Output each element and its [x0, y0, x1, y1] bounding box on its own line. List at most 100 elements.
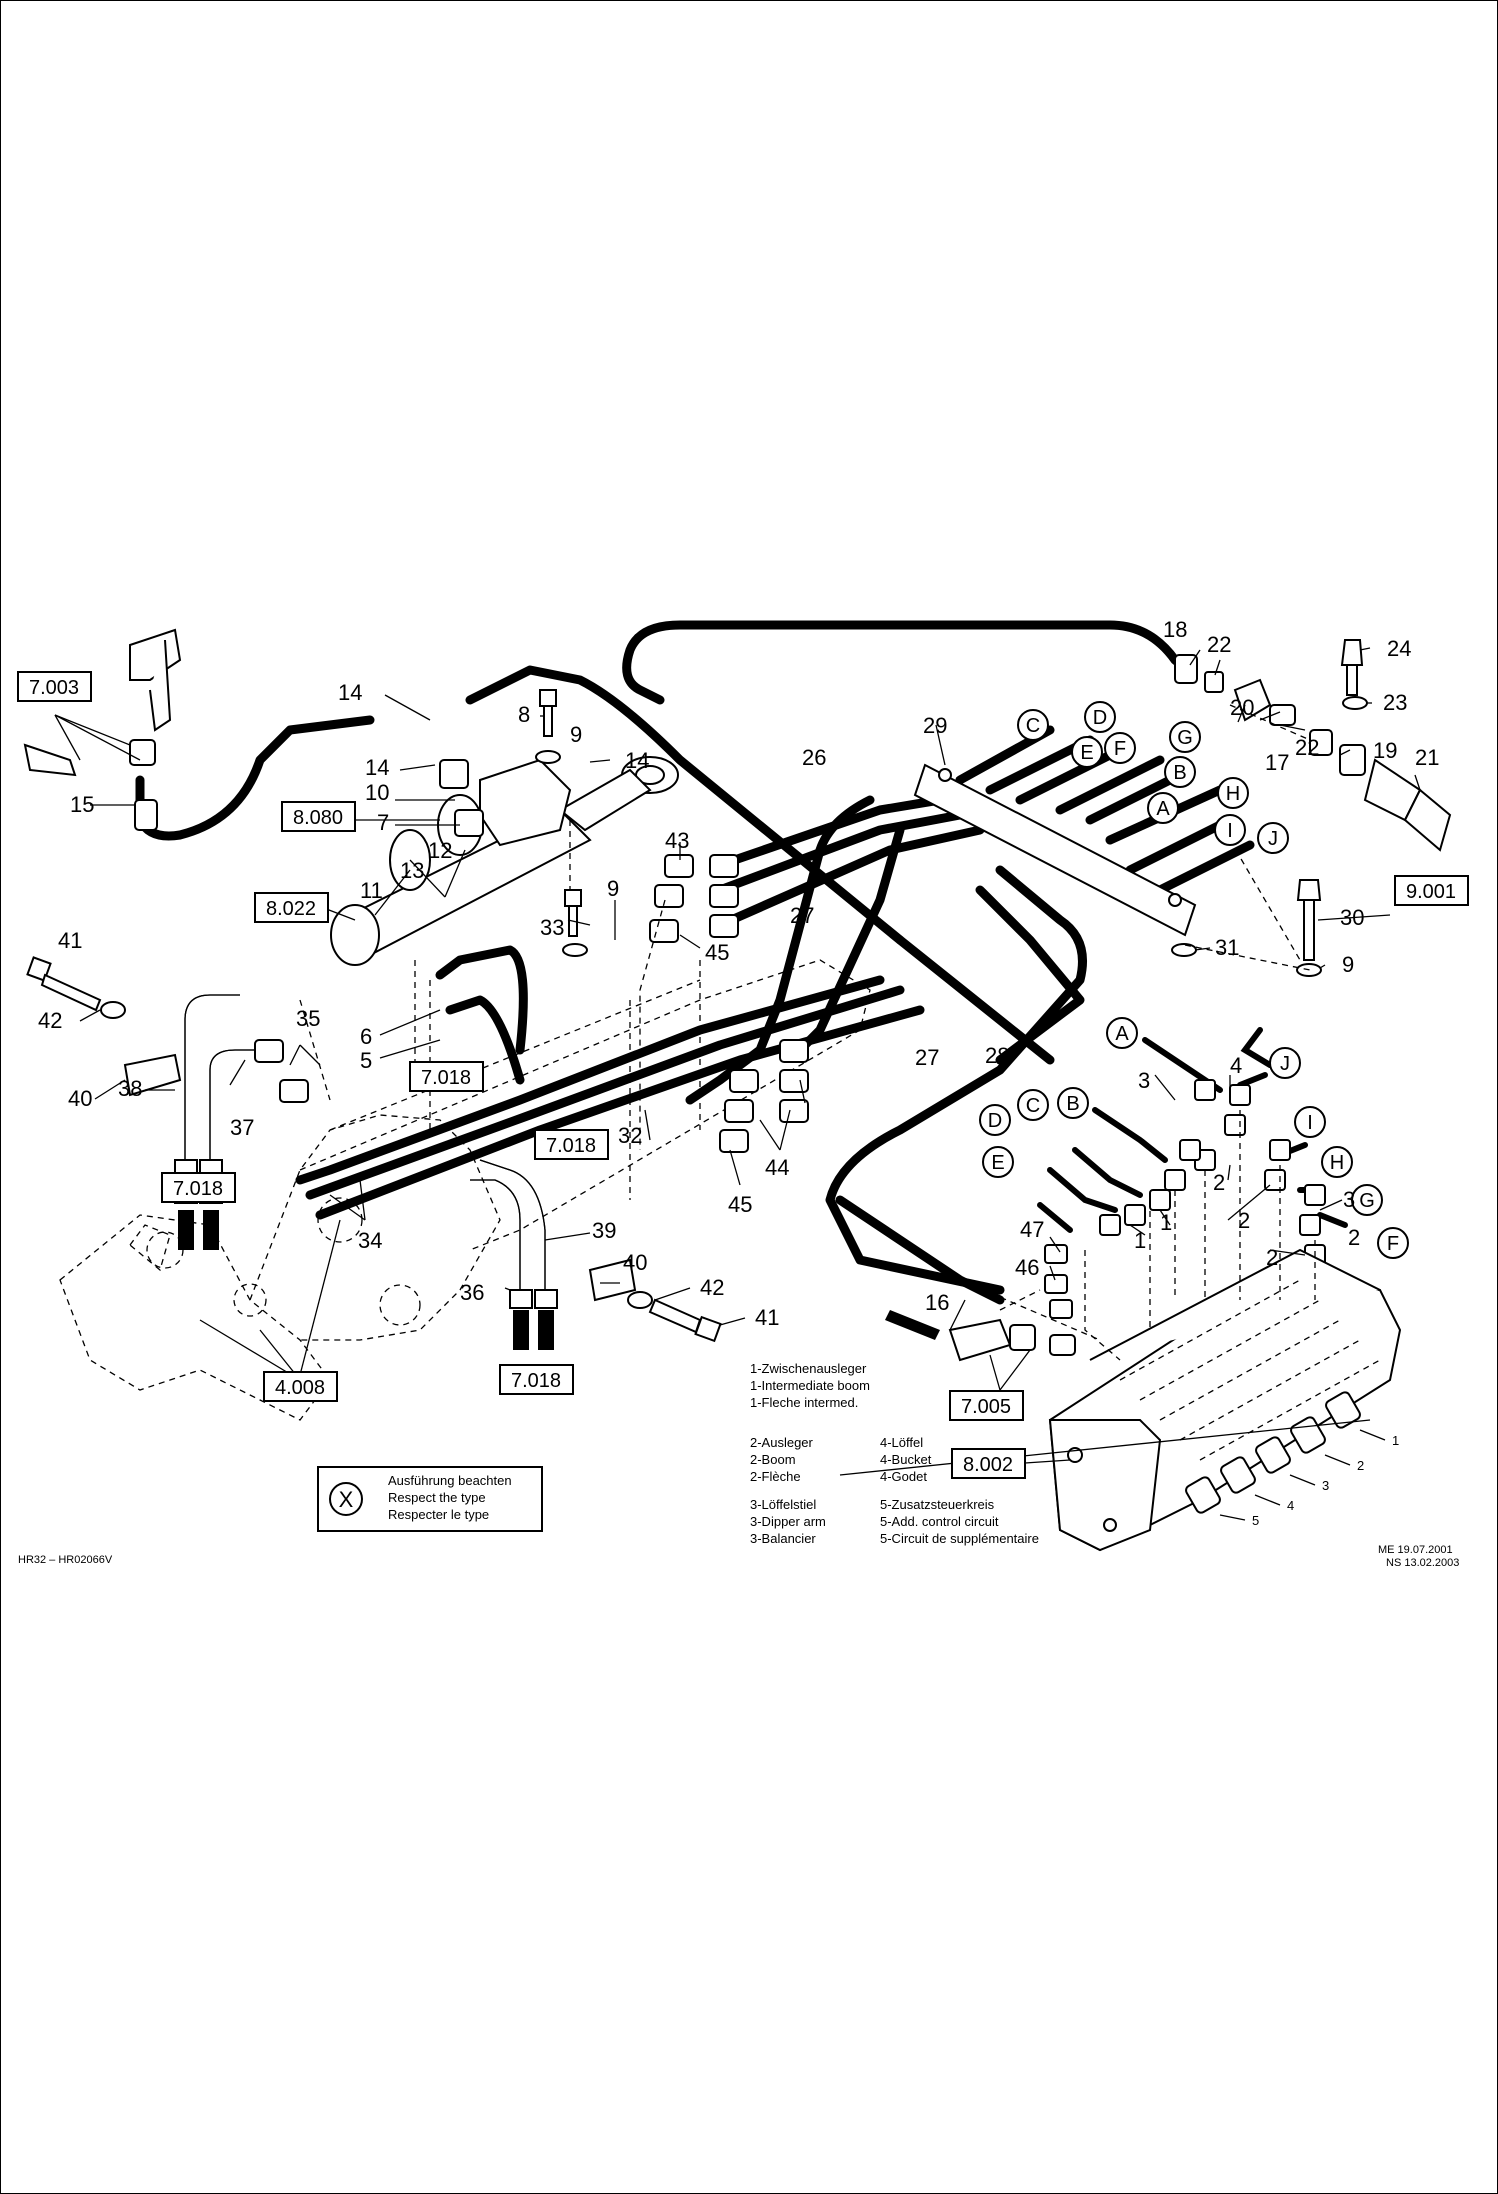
- callout-30: 30: [1340, 905, 1364, 930]
- callout-20: 20: [1230, 695, 1254, 720]
- note-symbol: X: [339, 1487, 354, 1512]
- letter-circle-a-top: A: [1147, 792, 1179, 824]
- valve-section-3: 3: [1322, 1478, 1329, 1493]
- callout-4: 4: [1230, 1053, 1242, 1078]
- callout-31: 31: [1215, 935, 1239, 960]
- legend-4-en: 4-Bucket: [880, 1452, 932, 1467]
- letter-circle-f-bottom: F: [1377, 1227, 1409, 1259]
- callout-2a: 2: [1213, 1170, 1225, 1195]
- legend-1-de: 1-Zwischenausleger: [750, 1361, 867, 1376]
- svg-text:J: J: [1280, 1053, 1290, 1075]
- svg-text:I: I: [1227, 820, 1233, 842]
- letter-circle-i-bottom: I: [1294, 1106, 1326, 1138]
- svg-text:7.018: 7.018: [421, 1067, 471, 1089]
- callout-3b: 3: [1343, 1187, 1355, 1212]
- letter-circle-b-bottom: B: [1057, 1087, 1089, 1119]
- ref-7-018-center: 7.018: [534, 1129, 609, 1160]
- svg-text:A: A: [1156, 798, 1170, 820]
- callout-3a: 3: [1138, 1068, 1150, 1093]
- callout-9a: 9: [570, 722, 582, 747]
- note-line-fr: Respecter le type: [388, 1507, 489, 1522]
- svg-text:C: C: [1026, 1095, 1040, 1117]
- legend-3-de: 3-Löffelstiel: [750, 1497, 816, 1512]
- svg-text:A: A: [1115, 1023, 1129, 1045]
- svg-text:B: B: [1066, 1093, 1079, 1115]
- note-line-en: Respect the type: [388, 1490, 486, 1505]
- letter-circle-j-bottom: J: [1269, 1047, 1301, 1079]
- valve-section-1: 1: [1392, 1433, 1399, 1448]
- callout-23: 23: [1383, 690, 1407, 715]
- svg-text:8.002: 8.002: [963, 1454, 1013, 1476]
- svg-text:7.018: 7.018: [546, 1135, 596, 1157]
- callout-28: 28: [985, 1043, 1009, 1068]
- callout-38: 38: [118, 1076, 142, 1101]
- callout-19: 19: [1373, 738, 1397, 763]
- svg-text:H: H: [1330, 1152, 1344, 1174]
- letter-circle-g-top: G: [1169, 721, 1201, 753]
- legend-5-de: 5-Zusatzsteuerkreis: [880, 1497, 995, 1512]
- svg-text:7.003: 7.003: [29, 677, 79, 699]
- callout-27a: 27: [790, 903, 814, 928]
- letter-circle-h-top: H: [1217, 777, 1249, 809]
- callout-18: 18: [1163, 617, 1187, 642]
- callout-34: 34: [358, 1228, 382, 1253]
- callout-44: 44: [765, 1155, 789, 1180]
- callout-39: 39: [592, 1218, 616, 1243]
- letter-circle-i-top: I: [1214, 814, 1246, 846]
- ref-8-002: 8.002: [951, 1448, 1026, 1479]
- callout-17: 17: [1265, 750, 1289, 775]
- callout-11: 11: [360, 878, 383, 903]
- callout-2b: 2: [1238, 1208, 1250, 1233]
- callout-37: 37: [230, 1115, 254, 1140]
- letter-circle-d-top: D: [1084, 701, 1116, 733]
- legend-2-en: 2-Boom: [750, 1452, 796, 1467]
- valve-section-labels: 1 2 3 4 5: [1219, 1429, 1399, 1528]
- hose-clamp-rail: [913, 763, 1197, 937]
- ref-7-005: 7.005: [949, 1390, 1024, 1421]
- callout-2c: 2: [1266, 1245, 1278, 1270]
- svg-text:B: B: [1173, 762, 1186, 784]
- hose-letter-circles: C D E F G B A H I J A J C B D I E H G F: [979, 701, 1409, 1259]
- legend-5-en: 5-Add. control circuit: [880, 1514, 999, 1529]
- letter-circle-b-top: B: [1164, 756, 1196, 788]
- svg-text:4.008: 4.008: [275, 1377, 325, 1399]
- callout-1a: 1: [1160, 1210, 1172, 1235]
- svg-text:G: G: [1359, 1190, 1375, 1212]
- letter-circle-e-top: E: [1071, 736, 1103, 768]
- callout-42b: 42: [700, 1275, 724, 1300]
- callout-27b: 27: [915, 1045, 939, 1070]
- dashed-connection-lines: [299, 704, 1316, 1361]
- callout-33: 33: [540, 915, 564, 940]
- svg-text:D: D: [1093, 707, 1107, 729]
- legend-3-fr: 3-Balancier: [750, 1531, 816, 1546]
- callout-14b: 14: [365, 755, 389, 780]
- ref-8-022: 8.022: [254, 892, 329, 923]
- ref-7-003: 7.003: [17, 671, 92, 702]
- circuit-legend: 1-Zwischenausleger 1-Intermediate boom 1…: [750, 1361, 1039, 1546]
- legend-4-de: 4-Löffel: [880, 1435, 923, 1450]
- svg-text:7.018: 7.018: [173, 1178, 223, 1200]
- callout-35: 35: [296, 1006, 320, 1031]
- callout-21: 21: [1415, 745, 1439, 770]
- callout-47: 47: [1020, 1217, 1044, 1242]
- svg-text:9.001: 9.001: [1406, 881, 1456, 903]
- callout-8: 8: [518, 702, 530, 727]
- callout-7: 7: [377, 810, 389, 835]
- callout-14c: 14: [625, 748, 649, 773]
- ref-9-001: 9.001: [1394, 875, 1469, 906]
- letter-circle-j-top: J: [1257, 822, 1289, 854]
- letter-circle-e-bottom: E: [982, 1146, 1014, 1178]
- callout-24: 24: [1387, 636, 1411, 661]
- callout-6: 6: [360, 1024, 372, 1049]
- svg-text:C: C: [1026, 715, 1040, 737]
- callout-14a: 14: [338, 680, 362, 705]
- ref-7-018-bottom: 7.018: [499, 1364, 574, 1395]
- svg-text:8.022: 8.022: [266, 898, 316, 920]
- callout-12: 12: [428, 838, 452, 863]
- control-valve-block: [1048, 1248, 1402, 1552]
- legend-2-de: 2-Ausleger: [750, 1435, 814, 1450]
- callout-26: 26: [802, 745, 826, 770]
- callout-1b: 1: [1134, 1228, 1146, 1253]
- callout-45a: 45: [705, 940, 729, 965]
